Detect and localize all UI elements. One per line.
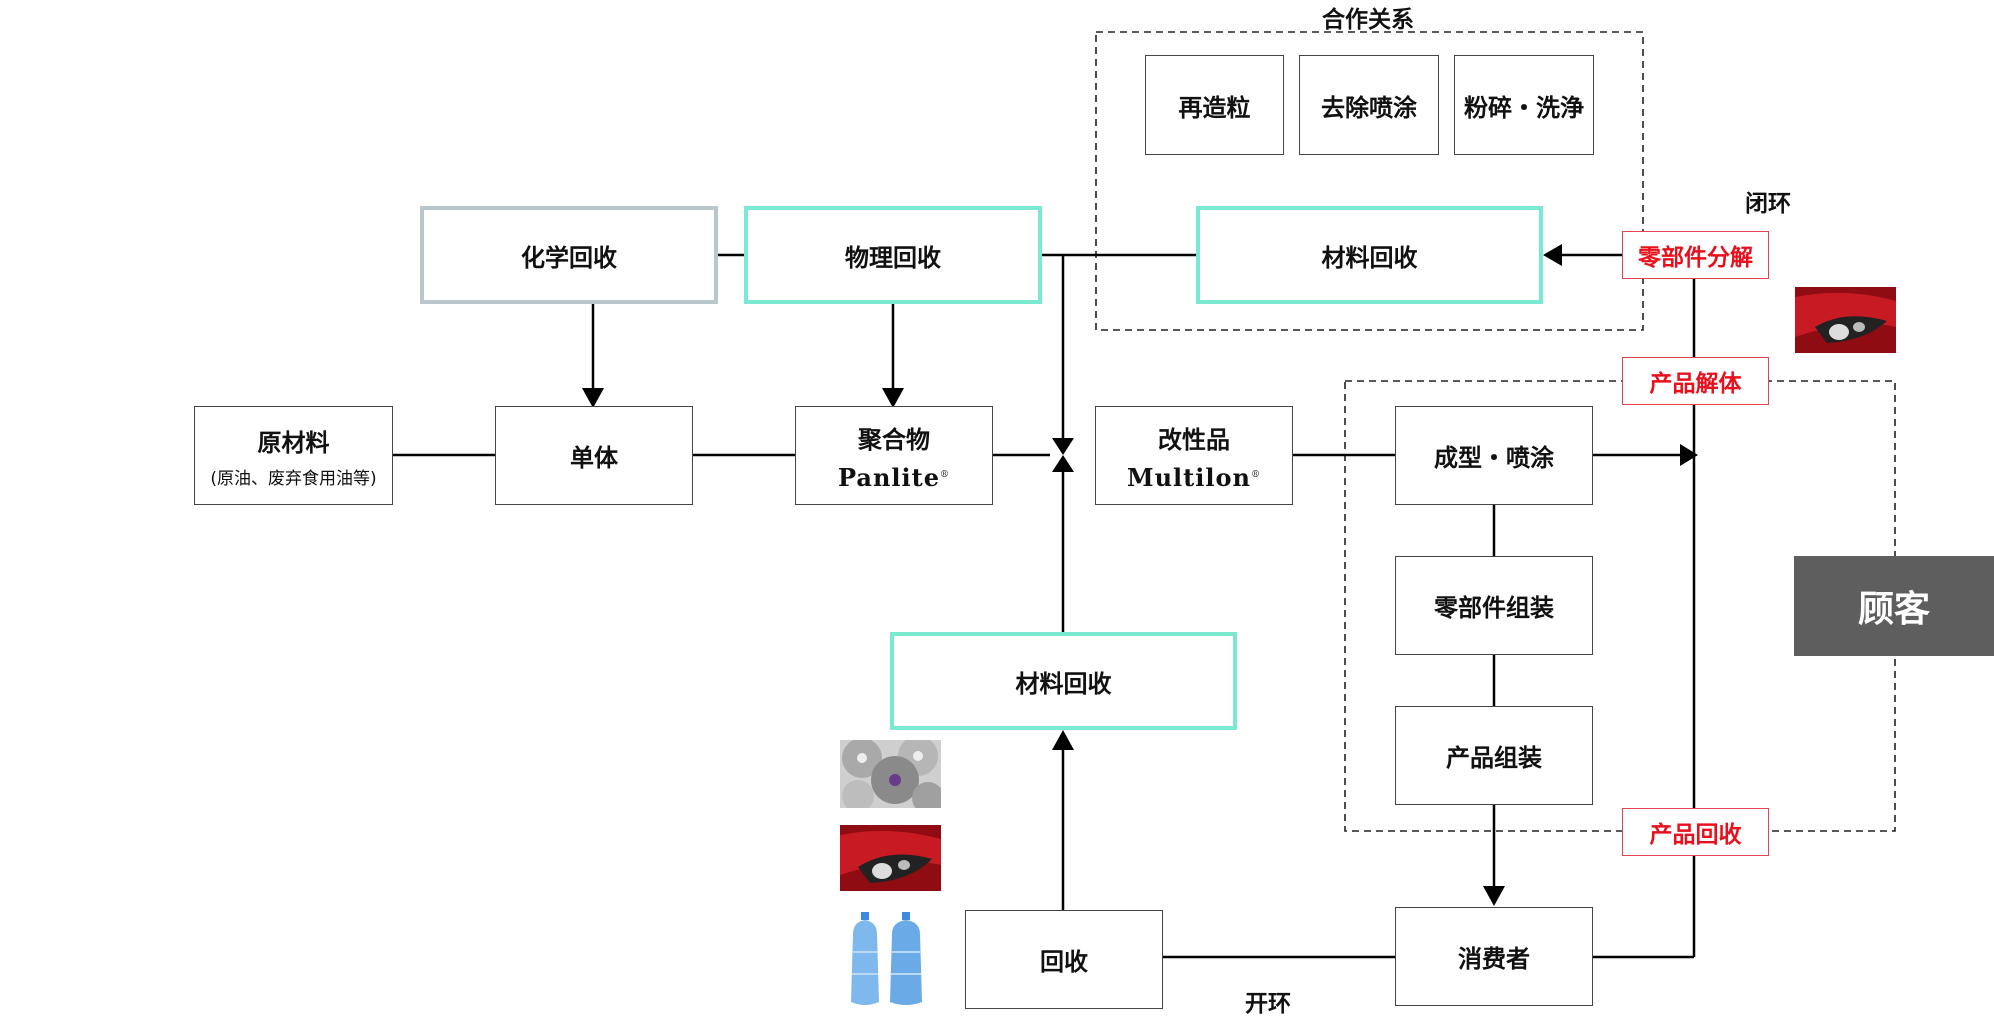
- physical-recycle-box: 物理回收: [744, 206, 1042, 304]
- water-bottle-image: [848, 912, 933, 1009]
- material-recycle-bottom-box: 材料回收: [890, 632, 1237, 730]
- repelletize-box: 再造粒: [1145, 55, 1284, 155]
- partnership-label: 合作关系: [1322, 7, 1414, 33]
- parts-assembly-box: 零部件组装: [1395, 556, 1593, 655]
- product-assembly-box: 产品组装: [1395, 706, 1593, 805]
- multilon-logo: Multilon®: [1127, 462, 1261, 492]
- parts-disassembly-label: 零部件分解: [1622, 231, 1769, 279]
- material-recycle-top-box: 材料回收: [1196, 206, 1543, 304]
- consumer-box: 消费者: [1395, 907, 1593, 1006]
- compound-title: 改性品: [1158, 425, 1230, 454]
- monomer-box: 单体: [495, 406, 693, 505]
- compound-box: 改性品 Multilon®: [1095, 406, 1293, 505]
- polymer-title: 聚合物: [858, 425, 930, 454]
- molding-painting-box: 成型・喷涂: [1395, 406, 1593, 505]
- panlite-logo: Panlite®: [838, 462, 950, 492]
- raw-material-subtitle: (原油、废弃食用油等): [210, 468, 377, 489]
- car-headlight-image-small: [840, 825, 941, 891]
- car-headlight-image: [1795, 287, 1896, 353]
- crush-wash-box: 粉碎・洗浄: [1454, 55, 1594, 155]
- product-dismantle-label: 产品解体: [1622, 357, 1769, 405]
- partnership-group-border: [1095, 31, 1644, 331]
- multilon-logo-text: Multilon: [1127, 462, 1251, 492]
- chemical-recycle-box: 化学回收: [420, 206, 718, 304]
- polymer-box: 聚合物 Panlite®: [795, 406, 993, 505]
- disc-images: [840, 740, 941, 808]
- product-collection-label: 产品回收: [1622, 808, 1769, 856]
- customer-box: 顾客: [1794, 556, 1994, 656]
- paint-removal-box: 去除喷涂: [1299, 55, 1439, 155]
- raw-material-title: 原材料: [257, 428, 330, 457]
- closed-loop-label: 闭环: [1745, 191, 1791, 217]
- panlite-logo-text: Panlite: [838, 462, 940, 492]
- collection-box: 回收: [965, 910, 1163, 1009]
- raw-material-box: 原材料 (原油、废弃食用油等): [194, 406, 393, 505]
